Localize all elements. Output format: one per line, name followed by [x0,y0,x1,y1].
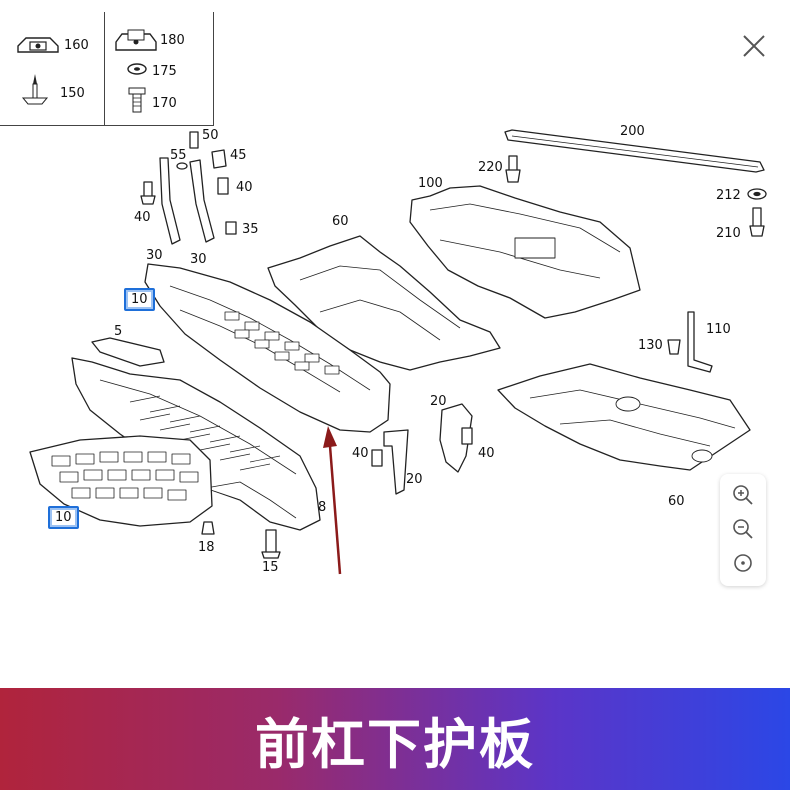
part-55-washer [176,162,188,170]
label-18: 18 [198,540,215,555]
zoom-out-icon[interactable] [730,516,756,542]
legend-label-170: 170 [152,96,177,111]
label-210: 210 [716,226,741,241]
reset-view-icon[interactable] [730,550,756,576]
washer-icon [127,63,147,75]
zoom-controls [720,474,766,586]
part-20-bracket-a [383,429,409,495]
label-20-upper: 20 [430,394,447,409]
push-pin-icon [21,74,49,105]
label-130: 130 [638,338,663,353]
part-10-lower-grid-panel [29,435,213,527]
label-20-lower: 20 [406,472,423,487]
label-8: 8 [318,500,327,515]
label-50: 50 [202,128,219,143]
part-50-bolt [189,131,199,149]
title-banner: 前杠下护板 [0,688,790,790]
legend-label-150: 150 [60,86,85,101]
legend-label-180: 180 [160,33,185,48]
part-110-bracket [687,311,713,373]
label-5: 5 [114,324,123,339]
close-icon[interactable] [740,32,768,60]
part-60-right-shield [497,363,751,471]
parts-legend: 160 150 180 175 170 [0,0,214,126]
label-30-right: 30 [190,252,207,267]
label-100: 100 [418,176,443,191]
label-30-left: 30 [146,248,163,263]
zoom-in-icon[interactable] [730,482,756,508]
part-40-bolt-c [371,449,383,467]
part-40-bolt-b [217,177,229,195]
part-40-bolt-d [461,427,473,445]
part-130-clip [667,339,681,355]
label-40-lower-right: 40 [478,446,495,461]
label-220: 220 [478,160,503,175]
label-200: 200 [620,124,645,139]
label-55: 55 [170,148,187,163]
callout-10-lower[interactable]: 10 [48,506,79,529]
label-60-middle: 60 [332,214,349,229]
part-5-strip [91,337,165,367]
part-15-bolt [261,529,281,559]
label-40-left: 40 [134,210,151,225]
label-60-right: 60 [668,494,685,509]
legend-divider [104,12,105,126]
exploded-parts-diagram [29,129,767,575]
legend-bottom-border [0,125,214,126]
part-40-bolt-a [140,181,156,205]
clip-nut-icon [17,37,59,53]
part-200-crossbar [504,129,765,173]
part-35-clip [225,221,237,235]
bolt-icon [128,87,146,113]
label-15: 15 [262,560,279,575]
part-45-bracket [211,149,227,169]
part-210-bolt [749,207,765,237]
banner-title: 前杠下护板 [255,712,535,776]
label-40-lower-left: 40 [352,446,369,461]
label-35: 35 [242,222,259,237]
part-18-clip [201,521,215,535]
direction-arrow [323,426,342,575]
u-nut-icon [115,29,157,51]
legend-label-175: 175 [152,64,177,79]
part-30-bracket-right [189,159,215,243]
label-45: 45 [230,148,247,163]
label-110: 110 [706,322,731,337]
callout-10-upper[interactable]: 10 [124,288,155,311]
legend-label-160: 160 [64,38,89,53]
part-30-bracket-left [159,157,181,245]
legend-divider-right [213,12,214,126]
part-20-bracket-b [439,403,473,473]
label-212: 212 [716,188,741,203]
label-40-right: 40 [236,180,253,195]
part-220-bolt [505,155,521,183]
